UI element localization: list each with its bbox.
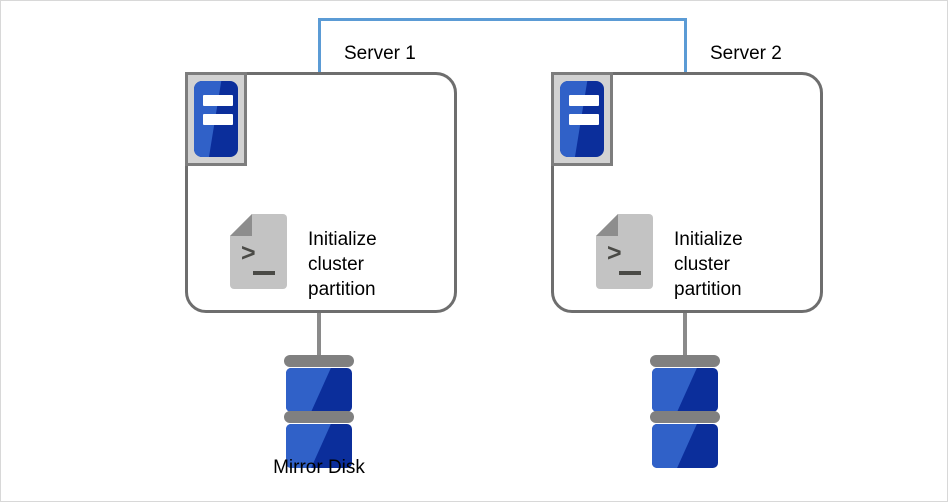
server-1-disk-label: Mirror Disk [273, 457, 365, 478]
interconnect-horizontal-line [318, 18, 687, 21]
disk-platter-lower [286, 424, 352, 468]
script-prompt-cursor [253, 271, 275, 275]
server-2-action-line-2: cluster [674, 254, 730, 275]
server-2-disk-stem [683, 313, 687, 357]
server-rack-slot-1 [203, 95, 233, 106]
disk-plate-top [650, 355, 720, 367]
disk-platter-upper [652, 368, 718, 412]
server-1-disk-stem [317, 313, 321, 357]
interconnect-left-drop [318, 18, 321, 74]
server-rack-face [560, 81, 604, 157]
script-page [230, 214, 287, 289]
server-2-action-line-3: partition [674, 279, 742, 300]
disk-plate-top [284, 355, 354, 367]
script-page-fold [596, 214, 618, 236]
server-2-rack-icon [551, 72, 613, 166]
server-rack-slot-1 [569, 95, 599, 106]
server-1-rack-icon [185, 72, 247, 166]
server-1-action-line-2: cluster [308, 254, 364, 275]
server-1-mirror-disk-icon [284, 355, 354, 473]
server-2-label: Server 2 [710, 43, 782, 64]
server-1-action-line-1: Initialize [308, 229, 377, 250]
disk-platter-upper [286, 368, 352, 412]
disk-plate-middle [284, 411, 354, 423]
server-rack-slot-2 [569, 114, 599, 125]
server-rack-slot-2 [203, 114, 233, 125]
script-page [596, 214, 653, 289]
script-page-fold [230, 214, 252, 236]
server-2-action-line-1: Initialize [674, 229, 743, 250]
script-prompt-chevron: > [241, 239, 256, 267]
server-rack-face [194, 81, 238, 157]
server-1-label: Server 1 [344, 43, 416, 64]
disk-platter-lower [652, 424, 718, 468]
server-2-mirror-disk-icon [650, 355, 720, 473]
script-prompt-cursor [619, 271, 641, 275]
interconnect-right-drop [684, 18, 687, 74]
disk-plate-middle [650, 411, 720, 423]
server-2-command-script-icon: > [596, 214, 653, 289]
server-1-action-line-3: partition [308, 279, 376, 300]
server-1-command-script-icon: > [230, 214, 287, 289]
script-prompt-chevron: > [607, 239, 622, 267]
